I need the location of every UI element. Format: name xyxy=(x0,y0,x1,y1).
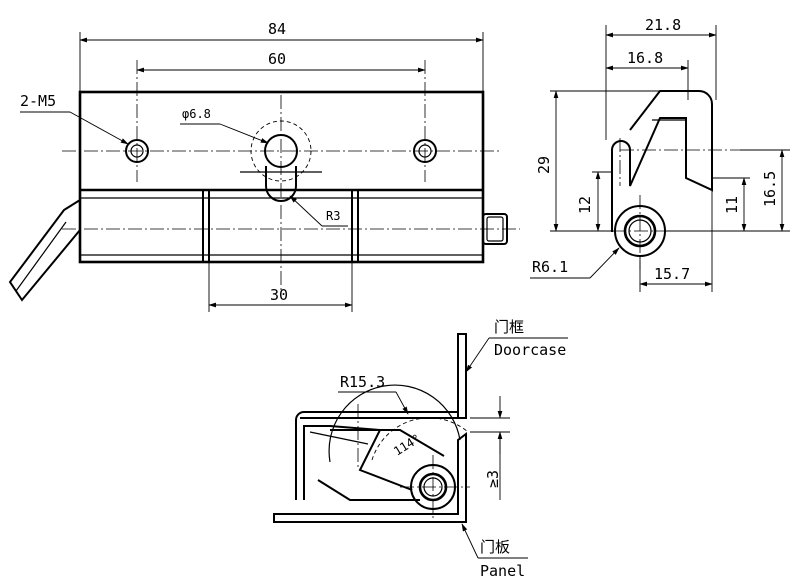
label-panel-cn: 门板 xyxy=(480,538,510,556)
right-tapped-hole xyxy=(413,139,437,163)
left-tapped-hole xyxy=(125,139,149,163)
dim-height: 29 xyxy=(535,156,553,174)
dim-overall-length: 84 xyxy=(268,20,286,38)
hinge-handle xyxy=(8,199,81,302)
label-open-angle: 114° xyxy=(391,431,423,458)
label-center-hole: φ6.8 xyxy=(182,107,211,121)
dim-top-height: 16.5 xyxy=(761,171,779,207)
label-panel-en: Panel xyxy=(480,562,525,580)
hinge-plate-outline xyxy=(78,90,485,264)
dim-hole-spacing: 60 xyxy=(268,50,286,68)
dim-pin-offset: 15.7 xyxy=(654,265,690,283)
label-doorcase-cn: 门框 xyxy=(494,318,524,336)
dim-knuckle-length: 30 xyxy=(270,286,288,304)
side-profile-outline xyxy=(611,90,713,232)
dim-catch-height: 11 xyxy=(723,196,741,214)
label-clearance: ≥3 xyxy=(484,470,502,488)
label-knuckle-radius: R6.1 xyxy=(532,258,568,276)
label-swing-radius: R15.3 xyxy=(340,373,385,391)
panel-plate xyxy=(273,432,467,523)
side-view: 21.8 16.8 29 12 11 16.5 R6.1 15.7 xyxy=(530,16,790,292)
install-view: R15.3 114° ≥3 门框 Doorcase 门板 Panel xyxy=(273,318,568,580)
dim-pin-height: 12 xyxy=(576,196,594,214)
doorcase-plate xyxy=(457,333,467,419)
center-hole xyxy=(264,134,298,168)
label-slot-radius: R3 xyxy=(326,209,340,223)
dim-inner-width: 16.8 xyxy=(627,49,663,67)
installed-hinge-body xyxy=(295,411,458,500)
dim-overall-width: 21.8 xyxy=(645,16,681,34)
label-doorcase-en: Doorcase xyxy=(494,341,566,359)
front-view: 84 60 2-M5 φ6.8 R3 30 xyxy=(8,20,520,312)
label-tapped-holes: 2-M5 xyxy=(20,92,56,110)
pin-slot xyxy=(265,166,297,202)
